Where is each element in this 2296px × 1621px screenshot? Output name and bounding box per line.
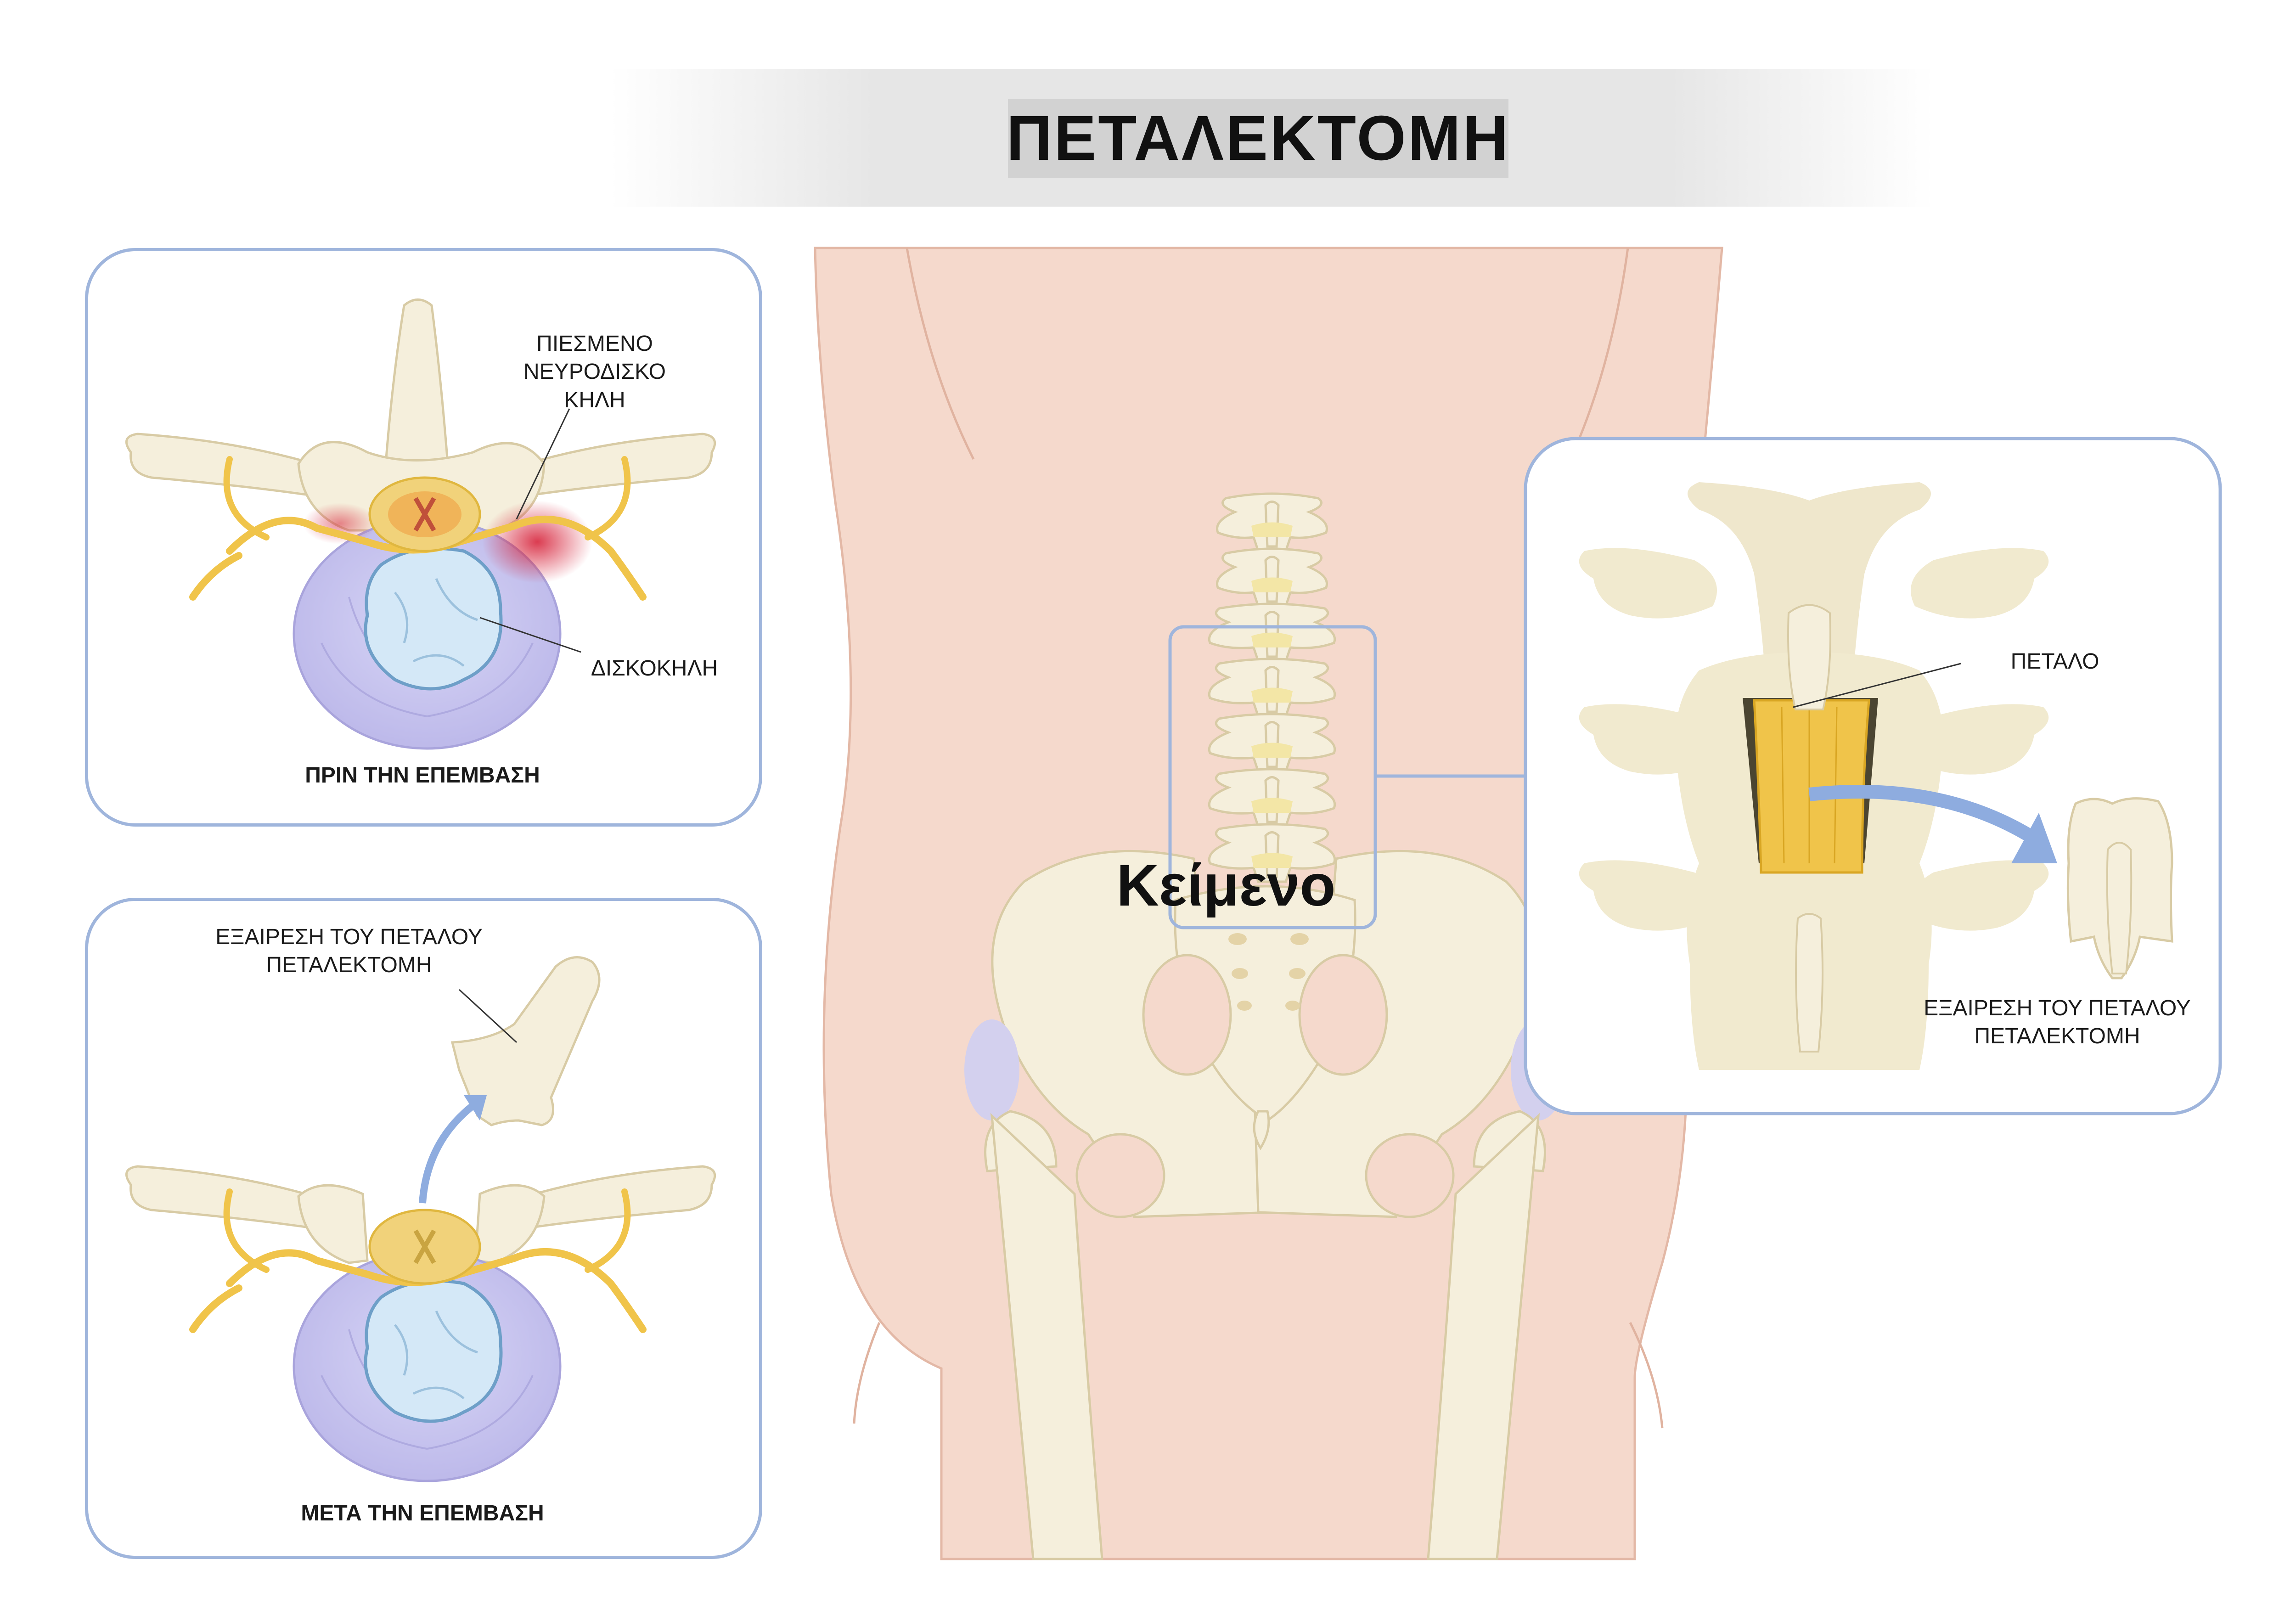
spine-posterior-view [1579,482,2173,1070]
spine-vertebra [1216,492,1328,552]
label-lamina-removal-left: ΕΞΑΙΡΕΣΗ ΤΟΥ ΠΕΤΑΛΟΥ ΠΕΤΑΛΕΚΤΟΜΗ [184,923,514,979]
label-lamina-removal-right: ΕΞΑΙΡΕΣΗ ΤΟΥ ΠΕΤΑΛΟΥ ΠΕΤΑΛΕΚΤΟΜΗ [1896,994,2218,1051]
spine-zoom-box [1168,625,1377,929]
spine-vertebra [1208,602,1336,663]
pelvis [964,850,1566,1560]
removal-arrow-small-head [464,1095,487,1120]
spine-vertebra [1216,547,1328,608]
label-nerve-line1: ΠΙΕΣΜΕΝΟ [536,332,653,356]
center-label: Κείμενο [1116,853,1336,918]
page-title: ΠΕΤΑΛΕΚΤΟΜΗ [1006,102,1510,174]
lumbar-spine [1208,492,1336,883]
spine-vertebra [1208,768,1336,828]
vertebra-cross-section-after [125,956,716,1482]
label-removal-right-line2: ΠΕΤΑΛΕΚΤΟΜΗ [1974,1024,2140,1049]
label-removal-line1: ΕΞΑΙΡΕΣΗ ΤΟΥ ΠΕΤΑΛΟΥ [215,925,483,949]
sacrum-foramina [1228,933,1309,1011]
label-compressed-nerve: ΠΙΕΣΜΕΝΟ ΝΕΥΡΟΔΙΣΚΟ ΚΗΛΗ [503,330,687,414]
caption-before-surgery: ΠΡΙΝ ΤΗΝ ΕΠΕΜΒΑΣΗ [305,763,540,788]
spine-vertebra [1208,823,1336,883]
removed-lamina-fragment [450,956,601,1126]
spine-vertebra [1208,713,1336,773]
removal-arrow-large-head [2011,813,2057,863]
label-removal-right-line1: ΕΞΑΙΡΕΣΗ ΤΟΥ ΠΕΤΑΛΟΥ [1924,996,2191,1020]
label-disc-herniation: ΔΙΣΚΟΚΗΛΗ [591,656,718,681]
removed-lamina-piece [2066,797,2173,979]
label-lamina: ΠΕΤΑΛΟ [2010,649,2099,674]
removal-arrow-small [419,1099,480,1204]
label-removal-line2: ΠΕΤΑΛΕΚΤΟΜΗ [266,953,432,978]
title-box: ΠΕΤΑΛΕΚΤΟΜΗ [1006,99,1510,178]
vertebra-cross-section-before [125,298,716,750]
spine-vertebra [1208,658,1336,718]
caption-after-surgery: ΜΕΤΑ ΤΗΝ ΕΠΕΜΒΑΣΗ [301,1501,544,1525]
removal-arrow-large [1808,785,2033,842]
label-nerve-line2: ΝΕΥΡΟΔΙΣΚΟ [523,360,666,384]
label-nerve-line3: ΚΗΛΗ [564,388,625,412]
